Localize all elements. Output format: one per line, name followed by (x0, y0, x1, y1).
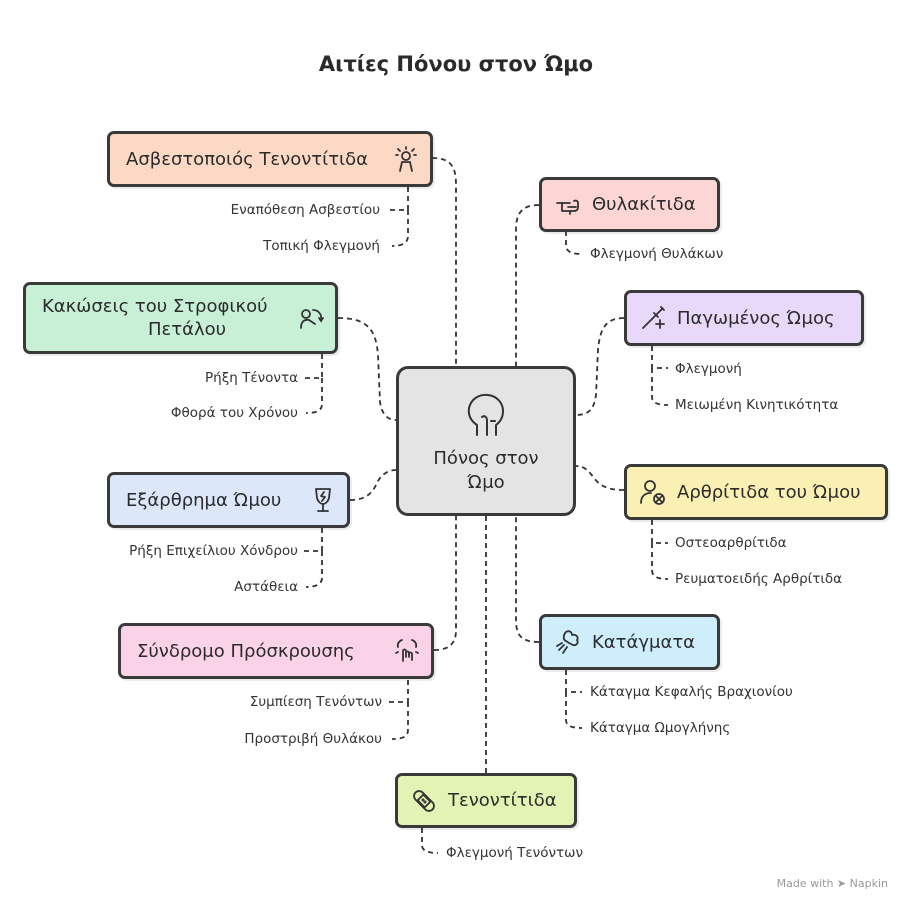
subitem-bursa-friction: Προστριβή Θυλάκου (244, 731, 382, 747)
branch-label: Εξάρθρημα Ώμου (126, 489, 282, 511)
subitem-wear-and-tear: Φθορά του Χρόνου (170, 405, 298, 421)
branch-fractures[interactable]: Κατάγματα (539, 614, 720, 670)
branch-bursitis[interactable]: Θυλακίτιδα (539, 177, 720, 232)
branch-impingement-syndrome[interactable]: Σύνδρομο Πρόσκρουσης (118, 623, 434, 679)
branch-label: Αρθρίτιδα του Ώμου (677, 481, 861, 503)
head-profile-icon (467, 393, 504, 436)
branch-calcific-tendinitis[interactable]: Ασβεστοποιός Τενοντίτιδα (107, 131, 433, 187)
syringe-icon (642, 306, 665, 329)
broken-glass-icon (315, 488, 331, 512)
subitem-humeral-head-fracture: Κάταγμα Κεφαλής Βραχιονίου (590, 684, 793, 700)
subitem-tendon-compression: Συμπίεση Τενόντων (249, 694, 382, 710)
impact-hand-icon (395, 639, 419, 662)
subitem-rheumatoid-arthritis: Ρευματοειδής Αρθρίτιδα (675, 571, 843, 587)
branch-frozen-shoulder[interactable]: Παγωμένος Ώμος (624, 290, 864, 346)
branch-shoulder-dislocation[interactable]: Εξάρθρημα Ώμου (107, 472, 350, 528)
branch-label: Σύνδρομο Πρόσκρουσης (137, 640, 355, 662)
branch-rotator-cuff-injuries[interactable]: Κακώσεις του Στροφικού Πετάλου (23, 282, 338, 354)
branch-shoulder-arthritis[interactable]: Αρθρίτιδα του Ώμου (624, 464, 888, 520)
subitem-osteoarthritis: Οστεοαρθρίτιδα (675, 535, 787, 551)
subitem-inflammation: Φλεγμονή (675, 361, 742, 377)
central-topic-label-line2: Ώμο (467, 472, 505, 493)
branch-label: Κακώσεις του Στροφικού Πετάλου (42, 295, 289, 341)
subitem-labral-tear: Ρήξη Επιχείλιου Χόνδρου (129, 543, 298, 559)
subitem-calcium-deposit: Εναπόθεση Ασβεστίου (230, 202, 380, 218)
fracture-icon (556, 630, 579, 654)
subitem-local-inflammation: Τοπική Φλεγμονή (263, 238, 380, 254)
branch-label: Θυλακίτιδα (592, 194, 696, 215)
branch-label: Ασβεστοποιός Τενοντίτιδα (126, 148, 369, 170)
branch-label-line2: Πετάλου (148, 319, 227, 340)
subitem-glenoid-fracture: Κάταγμα Ωμογλήνης (590, 720, 731, 736)
central-topic-label-line1: Πόνος στον (433, 448, 539, 469)
footer-credit: Made with ➤ Napkin (776, 877, 888, 890)
subitem-tendon-inflammation: Φλεγμονή Τενόντων (446, 845, 583, 861)
subitem-instability: Αστάθεια (234, 579, 298, 595)
person-cancel-icon (640, 480, 665, 505)
branch-tendinitis[interactable]: Τενοντίτιδα (395, 773, 577, 828)
branch-label: Τενοντίτιδα (448, 790, 557, 811)
branch-label-line1: Κακώσεις του Στροφικού (42, 296, 268, 317)
branch-label: Κατάγματα (592, 631, 696, 653)
subitem-tendon-tear: Ρήξη Τένοντα (205, 370, 298, 386)
person-pain-icon (395, 146, 417, 172)
rotating-shoulder-icon (300, 309, 324, 329)
bandage-icon (413, 789, 435, 812)
subitem-reduced-mobility: Μειωμένη Κινητικότητα (675, 397, 839, 413)
pointing-hand-icon (556, 199, 579, 215)
branch-label: Παγωμένος Ώμος (677, 307, 835, 329)
central-topic[interactable]: Πόνος στον Ώμο (396, 366, 576, 516)
subitem-bursa-inflammation: Φλεγμονή Θυλάκων (590, 246, 724, 262)
diagram-title: Αιτίες Πόνου στον Ώμο (318, 52, 594, 76)
